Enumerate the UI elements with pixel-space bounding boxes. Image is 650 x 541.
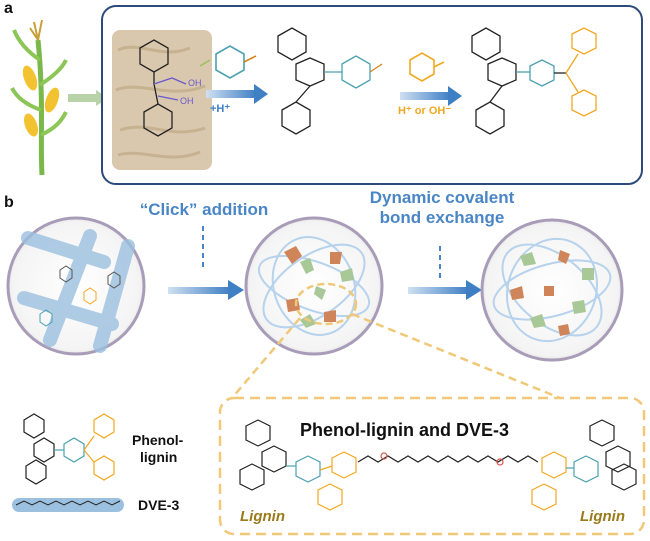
- reaction-arrow-2: [400, 92, 450, 100]
- step-bond-exchange-line2: bond exchange: [379, 208, 505, 227]
- phenol-lignin-product: [471, 27, 597, 135]
- lignin-photo: [112, 30, 212, 170]
- zoom-title: Phenol-lignin and DVE-3: [300, 420, 510, 440]
- oh-label-2: OH: [180, 96, 194, 106]
- phenol-reagent: [409, 52, 445, 82]
- monomer-glyphs: [39, 265, 121, 327]
- panel-b-letter: b: [4, 194, 14, 211]
- dve3-chains: [17, 229, 135, 353]
- lignin-structure-1: [139, 39, 187, 137]
- legend-dve3-label: DVE-3: [138, 497, 180, 513]
- corn-plant-icon: [10, 19, 68, 176]
- zoom-structure-left: [239, 419, 357, 511]
- acetal-intermediate: [277, 27, 383, 135]
- legend-phenol-lignin-label-1: Phenol-: [132, 432, 184, 448]
- zoom-structure-right: [531, 419, 637, 511]
- legend-phenol-lignin-icon: [23, 413, 115, 485]
- step-bond-exchange-line1: Dynamic covalent: [369, 188, 515, 207]
- zoom-lignin-left: Lignin: [240, 508, 285, 525]
- zoom-box: [218, 396, 646, 536]
- zoom-line-left: [231, 317, 301, 399]
- zoom-line-right: [351, 312, 561, 400]
- network-blocks-3: [510, 250, 594, 336]
- step-click-addition: “Click” addition: [139, 200, 269, 219]
- legend-dve3-icon: [12, 498, 124, 512]
- zoom-dve3-chain: [357, 455, 539, 463]
- panel-a-letter: a: [4, 0, 13, 17]
- process-arrow-2: [408, 287, 468, 294]
- oh-label-1: OH: [188, 78, 202, 88]
- reaction-arrow-1: [206, 90, 256, 98]
- zoom-highlight: [294, 282, 358, 326]
- legend-phenol-lignin-label-2: lignin: [140, 449, 178, 465]
- network-strands-3: [492, 237, 612, 343]
- zoom-lignin-right: Lignin: [580, 508, 625, 525]
- aldehyde-reagent: [199, 45, 257, 79]
- reagent-acid-or-base: H⁺ or OH⁻: [398, 105, 452, 117]
- reagent-acid: +H⁺: [210, 103, 231, 115]
- process-arrow-1: [168, 287, 230, 294]
